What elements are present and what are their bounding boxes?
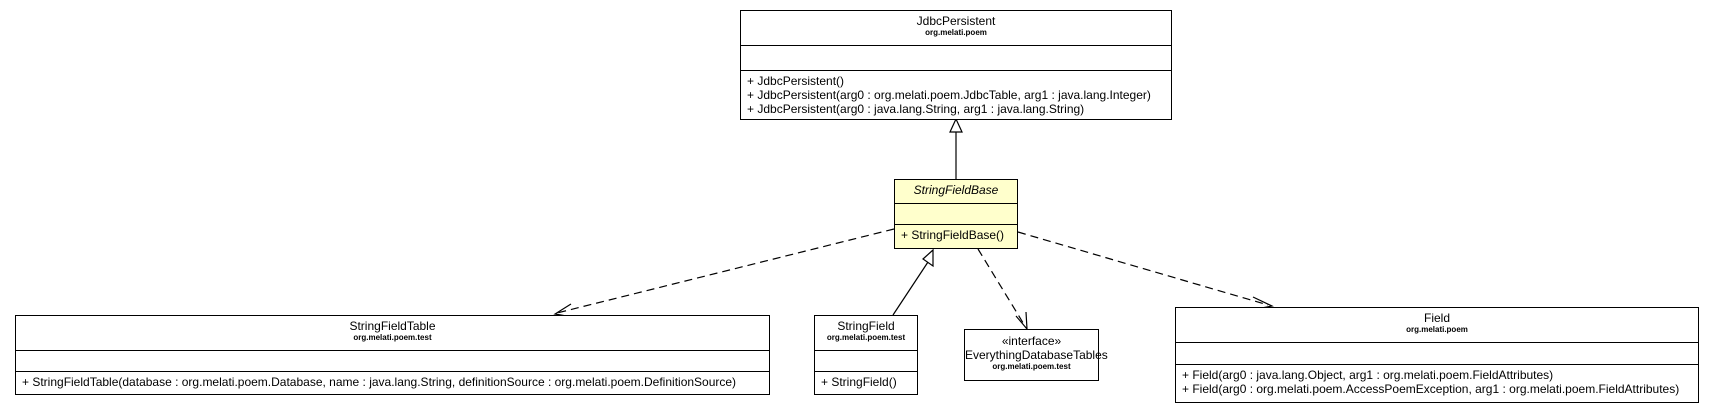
class-package: org.melati.poem.test [992,362,1071,371]
generalization-arrowhead [922,248,934,268]
operation: + JdbcPersistent(arg0 : org.melati.poem.… [747,88,1151,102]
class-name: StringFieldTable [349,319,436,333]
operation: + StringField() [821,375,897,389]
class-header: «interface» EverythingDatabaseTables org… [965,330,1108,380]
class-string-field-base[interactable]: StringFieldBase + StringFieldBase() [894,179,1018,249]
operation: + StringFieldTable(database : org.melati… [22,375,737,389]
class-name: StringField [837,319,895,333]
class-name: StringFieldBase [913,183,999,197]
class-package: org.melati.poem.test [353,333,432,342]
dependency-line-field [1017,231,1269,306]
operation-compartment: + Field(arg0 : java.lang.Object, arg1 : … [1176,365,1698,399]
attribute-compartment [1176,343,1698,365]
class-package: org.melati.poem [1406,325,1468,334]
operation: + JdbcPersistent() [747,74,845,88]
operation: + StringFieldBase() [901,228,1005,242]
class-header: JdbcPersistent org.melati.poem [741,11,1171,46]
attribute-compartment [741,46,1171,71]
class-header: StringField org.melati.poem.test [815,316,917,351]
attribute-compartment [895,204,1017,225]
class-package: org.melati.poem [925,28,987,37]
dependency-line-stringfieldtable [556,228,895,314]
class-package: org.melati.poem.test [826,333,906,342]
interface-everything-database-tables[interactable]: «interface» EverythingDatabaseTables org… [964,329,1108,381]
class-header: StringFieldBase [895,180,1017,204]
class-header: StringFieldTable org.melati.poem.test [16,316,769,351]
operation-compartment: + StringFieldBase() [895,225,1017,245]
class-string-field-table[interactable]: StringFieldTable org.melati.poem.test + … [15,315,770,395]
operation-compartment: + StringField() [815,372,917,392]
interface-stereotype: «interface» [1001,334,1062,348]
class-header: Field org.melati.poem [1176,308,1698,343]
class-jdbc-persistent[interactable]: JdbcPersistent org.melati.poem + JdbcPer… [740,10,1172,120]
dependency-line-everythingdatabasetables [977,248,1026,327]
operation-compartment: + StringFieldTable(database : org.melati… [16,372,769,392]
operation: + Field(arg0 : java.lang.Object, arg1 : … [1182,368,1554,382]
operation: + JdbcPersistent(arg0 : java.lang.String… [747,102,1085,116]
generalization-line-stringfield-stringfieldbase [892,261,929,316]
class-name: JdbcPersistent [916,14,996,28]
operation: + Field(arg0 : org.melati.poem.AccessPoe… [1182,382,1680,396]
operation-compartment: + JdbcPersistent() + JdbcPersistent(arg0… [741,71,1171,119]
attribute-compartment [16,351,769,372]
class-field[interactable]: Field org.melati.poem + Field(arg0 : jav… [1175,307,1699,403]
class-name: Field [1423,311,1450,325]
class-name: EverythingDatabaseTables [965,348,1108,362]
class-string-field[interactable]: StringField org.melati.poem.test + Strin… [814,315,918,395]
generalization-arrowhead [949,117,963,133]
attribute-compartment [815,351,917,372]
